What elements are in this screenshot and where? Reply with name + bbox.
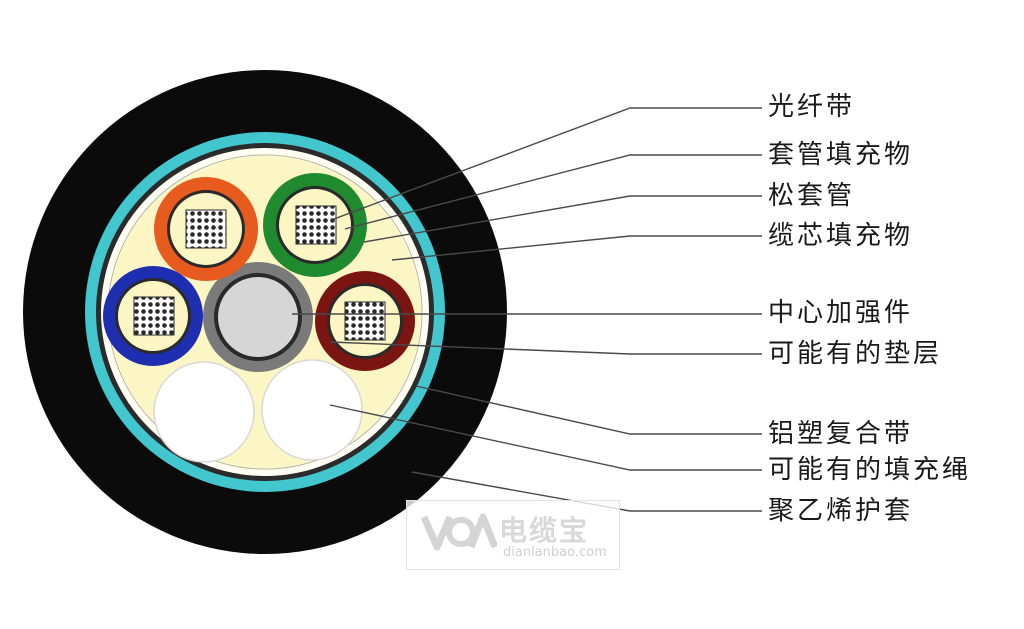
label-loose-tube: 松套管: [768, 181, 856, 211]
central-strength-member: [203, 262, 313, 372]
watermark-logo-icon: [421, 513, 497, 551]
leader-fiber-ribbon: [333, 107, 762, 220]
leader-lines: [292, 107, 762, 512]
loose-tube-orange: [154, 177, 258, 281]
leader-cushion-layer: [329, 341, 762, 355]
label-cable-core-filler: 缆芯填充物: [768, 221, 914, 251]
label-tube-filler: 套管填充物: [768, 140, 914, 170]
label-central-strength-member: 中心加强件: [768, 298, 914, 328]
leader-filler-rope: [329, 404, 762, 471]
loose-tube-darkred: [315, 271, 415, 371]
leader-tube-filler: [344, 154, 762, 230]
watermark: 电缆宝 dianlanbao.com: [406, 500, 620, 570]
loose-tube-green: [263, 173, 367, 277]
leader-loose-tube: [363, 195, 762, 243]
leader-tape: [415, 385, 762, 435]
fiber-ribbon: [344, 301, 386, 341]
watermark-name: 电缆宝: [499, 514, 590, 547]
fiber-ribbon: [295, 205, 337, 245]
filler-rope-left: [153, 361, 255, 463]
label-optional-filler-rope: 可能有的填充绳: [768, 455, 972, 485]
label-fiber-ribbon: 光纤带: [768, 92, 856, 122]
fiber-ribbon: [133, 296, 175, 336]
label-optional-cushion-layer: 可能有的垫层: [768, 339, 943, 369]
leader-sheath: [411, 471, 762, 512]
label-aluminum-plastic-tape: 铝塑复合带: [768, 419, 914, 449]
filler-rope-right: [261, 359, 363, 461]
loose-tube-blue: [103, 266, 203, 366]
label-pe-sheath: 聚乙烯护套: [768, 496, 914, 526]
watermark-url: dianlanbao.com: [503, 545, 607, 560]
fiber-ribbon: [185, 209, 227, 249]
leader-core-filler: [391, 235, 762, 261]
